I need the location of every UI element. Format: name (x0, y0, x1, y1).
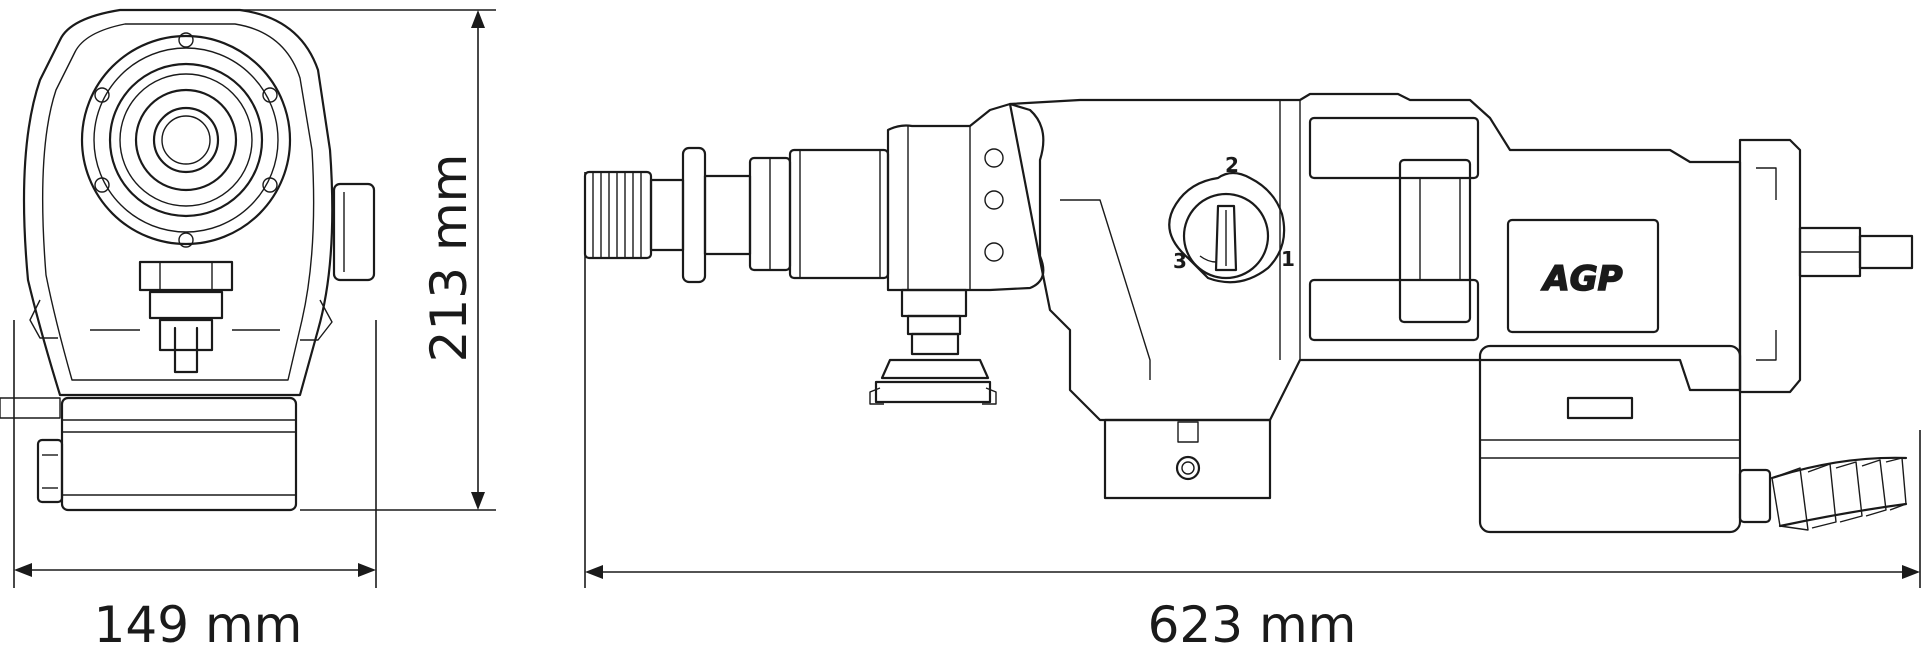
gear-position-1: 1 (1281, 247, 1295, 271)
height-dimension-label: 213 mm (420, 154, 478, 363)
cable-spiral (1770, 456, 1908, 531)
mounting-foot (1103, 418, 1272, 500)
gear-position-2: 2 (1225, 153, 1239, 177)
dimension-height: 213 mm (136, 9, 496, 511)
gear-position-3: 3 (1173, 249, 1187, 273)
brand-label: AGP (1540, 259, 1622, 299)
gear-selector-knob: 1 2 3 (1168, 153, 1295, 284)
brand-plate (1506, 218, 1660, 334)
dimension-width: 149 mm (13, 320, 377, 652)
length-dimension-label: 623 mm (1148, 596, 1357, 652)
front-view (22, 8, 376, 512)
side-view: AGP 1 2 3 (0, 92, 1914, 534)
motor-box (1478, 344, 1742, 534)
dimension-length: 623 mm (584, 172, 1921, 652)
width-dimension-label: 149 mm (94, 596, 303, 652)
